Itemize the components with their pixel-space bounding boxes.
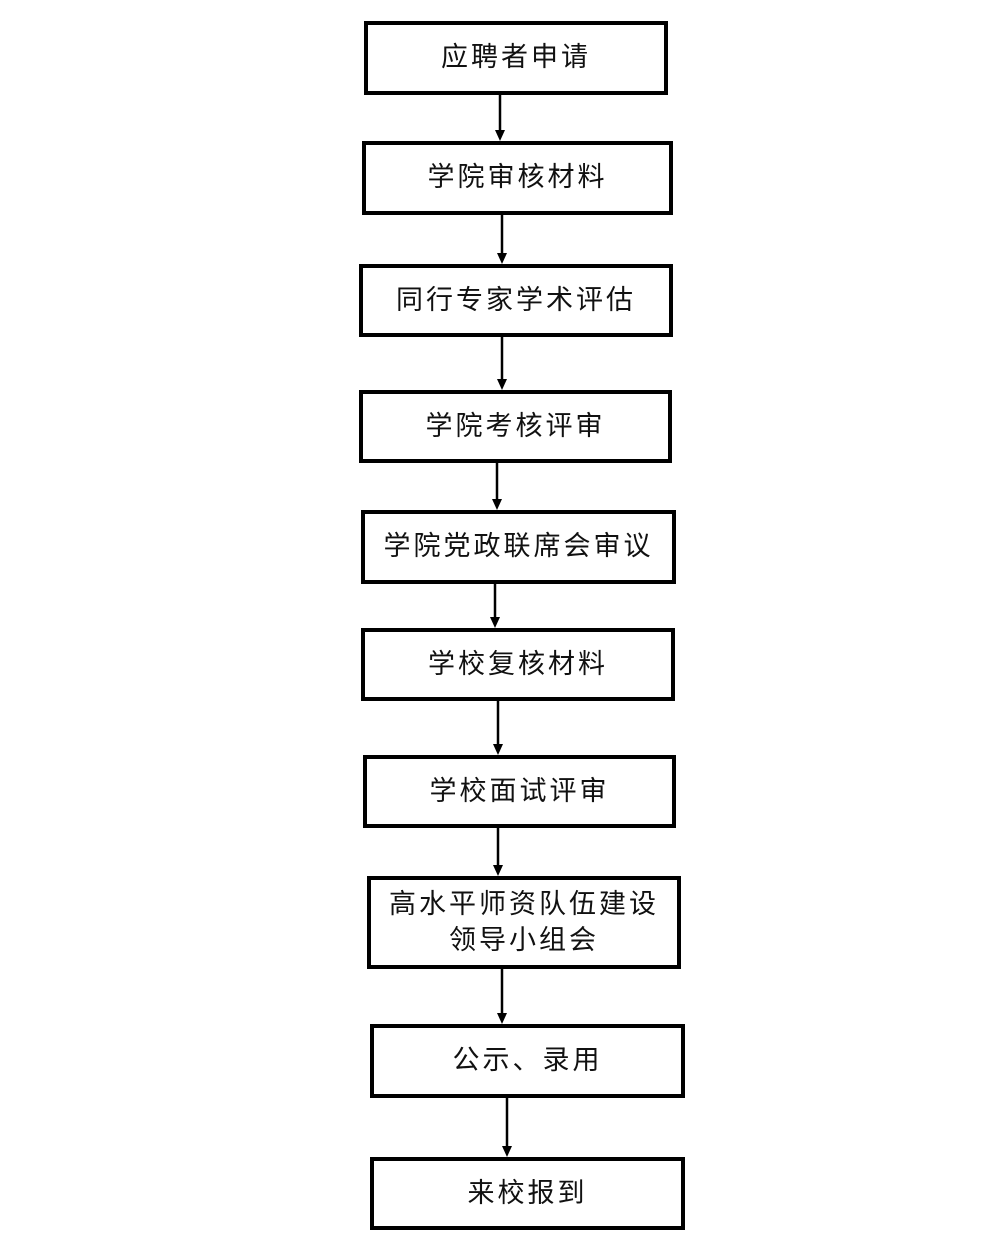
step-2-box: 学院审核材料 — [362, 141, 673, 215]
step-3-box: 同行专家学术评估 — [359, 264, 673, 337]
step-label: 学校复核材料 — [428, 648, 608, 680]
arrowhead-icon — [497, 253, 507, 264]
step-label: 学院党政联席会审议 — [383, 531, 654, 562]
step-4-box: 学院考核评审 — [359, 390, 672, 463]
step-label: 同行专家学术评估 — [396, 284, 636, 316]
step-label-line2: 领导小组会 — [449, 924, 599, 956]
arrowhead-icon — [493, 744, 503, 755]
step-8-box: 高水平师资队伍建设领导小组会 — [367, 876, 681, 969]
step-10-box: 来校报到 — [370, 1157, 685, 1230]
step-label: 应聘者申请 — [441, 42, 591, 73]
arrowhead-icon — [493, 865, 503, 876]
step-label: 公示、录用 — [452, 1045, 603, 1076]
arrow-9-to-10 — [502, 1098, 512, 1157]
step-label: 学院审核材料 — [427, 162, 608, 193]
step-7-box: 学校面试评审 — [363, 755, 676, 828]
arrow-8-to-9 — [497, 969, 507, 1024]
step-9-box: 公示、录用 — [370, 1024, 685, 1098]
arrowhead-icon — [497, 379, 507, 390]
step-5-box: 学院党政联席会审议 — [361, 510, 676, 584]
step-1-box: 应聘者申请 — [364, 21, 668, 95]
step-label: 学院考核评审 — [425, 410, 606, 442]
arrow-5-to-6 — [490, 584, 500, 628]
arrowhead-icon — [490, 617, 500, 628]
arrow-3-to-4 — [497, 337, 507, 390]
arrow-4-to-5 — [492, 463, 502, 510]
step-label: 来校报到 — [467, 1177, 588, 1209]
arrowhead-icon — [497, 1013, 507, 1024]
arrowhead-icon — [502, 1146, 512, 1157]
arrowhead-icon — [492, 499, 502, 510]
arrow-6-to-7 — [493, 701, 503, 755]
arrow-1-to-2 — [495, 95, 505, 141]
arrow-2-to-3 — [497, 215, 507, 264]
step-label: 学校面试评审 — [429, 775, 610, 807]
arrow-7-to-8 — [493, 828, 503, 876]
step-6-box: 学校复核材料 — [361, 628, 675, 701]
arrowhead-icon — [495, 130, 505, 141]
step-label: 高水平师资队伍建设 — [389, 888, 659, 920]
